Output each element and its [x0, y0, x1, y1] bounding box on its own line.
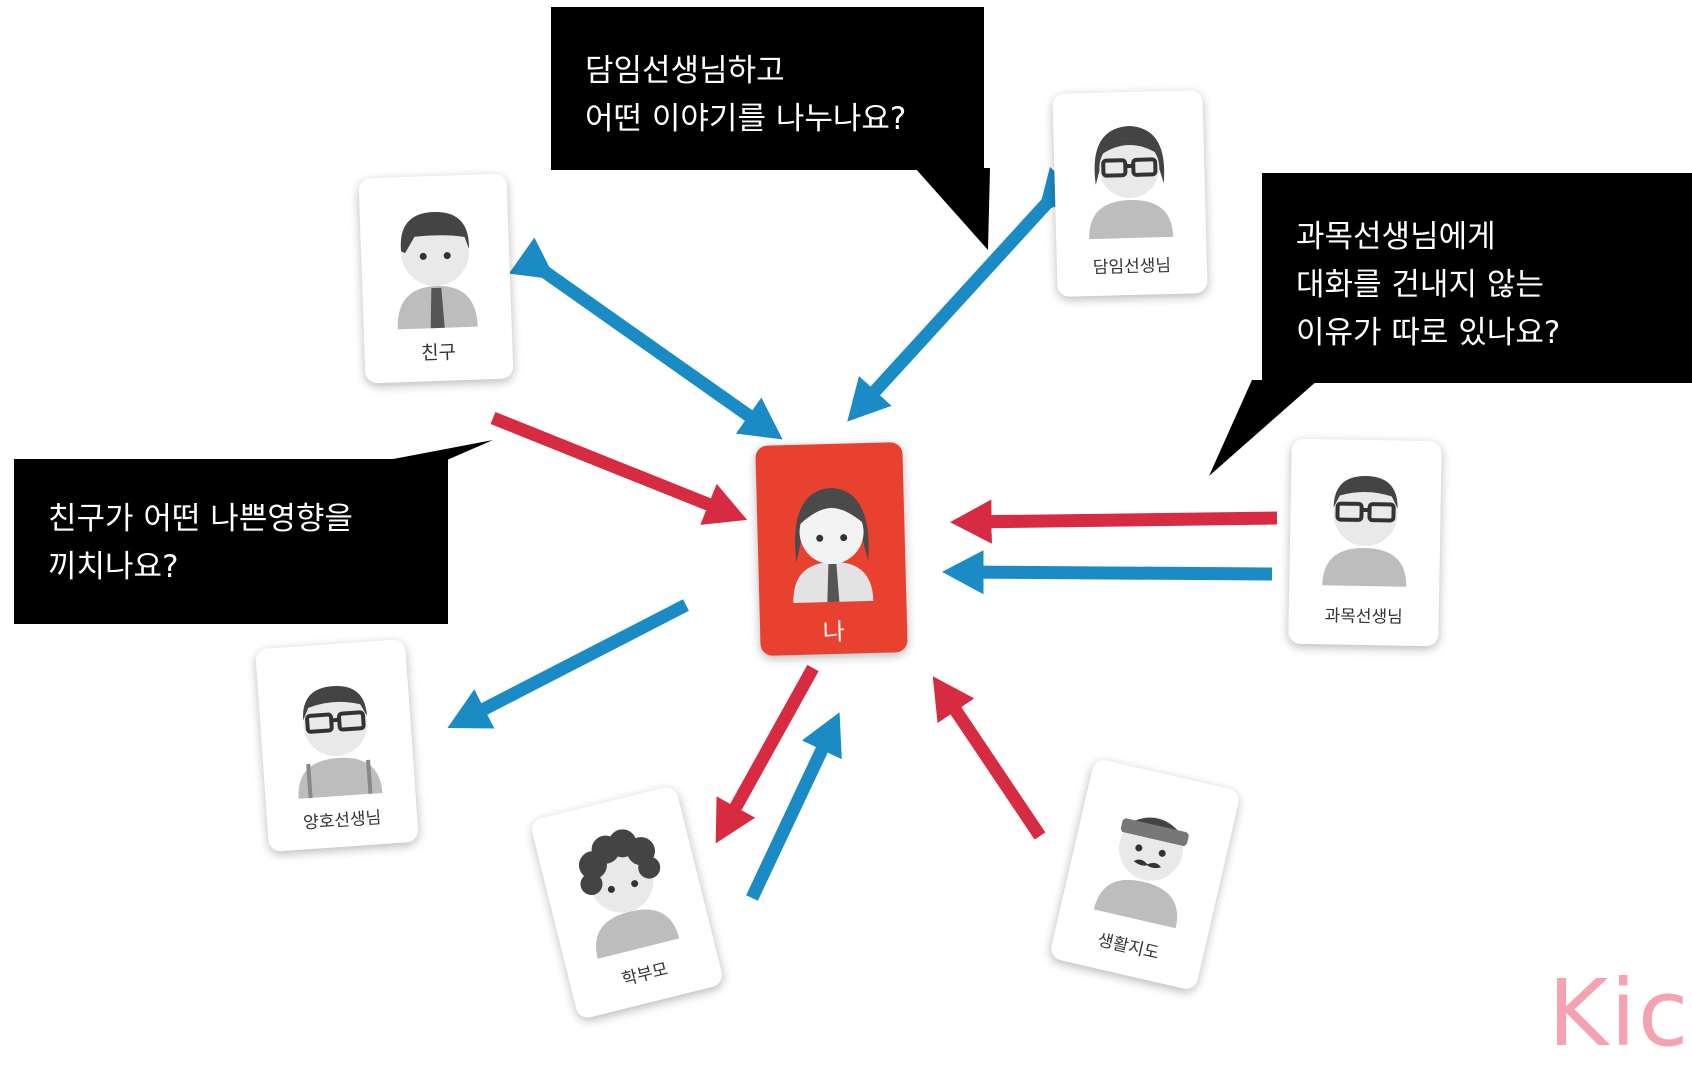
friend-bubble-tail [388, 440, 493, 460]
watermark-text: Kic [1548, 968, 1690, 1060]
subject-teacher-card[interactable]: 과목선생님 [1288, 439, 1442, 647]
arrow-friend-me-blue [545, 272, 772, 432]
health-teacher-label: 양호선생님 [266, 801, 417, 836]
homeroom-bubble-tail [915, 168, 990, 250]
parent-card[interactable]: 학부모 [529, 785, 724, 1020]
homeroom-question-bubble: 담임선생님하고 어떤 이야기를 나누나요? [551, 7, 984, 170]
arrow-me-parent-red [722, 668, 813, 832]
homeroom-teacher-card[interactable]: 담임선생님 [1052, 90, 1207, 297]
arrow-discipline-me-red [940, 687, 1040, 836]
homeroom-teacher-label: 담임선생님 [1057, 250, 1208, 279]
discipline-card[interactable]: 생활지도 [1049, 758, 1241, 991]
subject-question-bubble: 과목선생님에게 대화를 건내지 않는 이유가 따로 있나요? [1262, 173, 1692, 383]
health-teacher-card[interactable]: 양호선생님 [255, 639, 419, 852]
bubble-line: 담임선생님하고 [585, 47, 984, 95]
health-teacher-avatar [271, 658, 400, 806]
arrow-subject-me-blue [955, 572, 1272, 574]
bubble-line: 끼치나요? [48, 543, 448, 591]
bubble-line: 이유가 따로 있나요? [1296, 309, 1692, 357]
friend-label: 친구 [364, 335, 513, 367]
teacher-man-glasses-avatar [1304, 453, 1426, 595]
bubble-line: 어떤 이야기를 나누나요? [585, 95, 984, 143]
arrow-parent-me-blue [752, 724, 834, 898]
friend-question-bubble: 친구가 어떤 나쁜영향을 끼치나요? [14, 459, 448, 624]
me-card[interactable]: 나 [755, 442, 907, 656]
bubble-line: 대화를 건내지 않는 [1296, 261, 1692, 309]
friend-card[interactable]: 친구 [358, 173, 513, 383]
bubble-line: 과목선생님에게 [1296, 213, 1692, 261]
parent-curly-hair-avatar [547, 802, 697, 967]
student-girl-avatar [769, 462, 893, 605]
arrow-me-health-blue [459, 605, 686, 722]
teacher-woman-glasses-avatar [1068, 104, 1192, 247]
discipline-teacher-avatar [1075, 775, 1223, 938]
student-boy-avatar [373, 188, 498, 332]
arrow-homeroom-me-blue [856, 203, 1047, 412]
me-label: 나 [760, 610, 908, 649]
bubble-line: 친구가 어떤 나쁜영향을 [48, 495, 448, 543]
arrow-friend-me-red [493, 418, 735, 515]
subject-teacher-label: 과목선생님 [1289, 601, 1439, 629]
arrow-subject-me-red [963, 518, 1277, 522]
